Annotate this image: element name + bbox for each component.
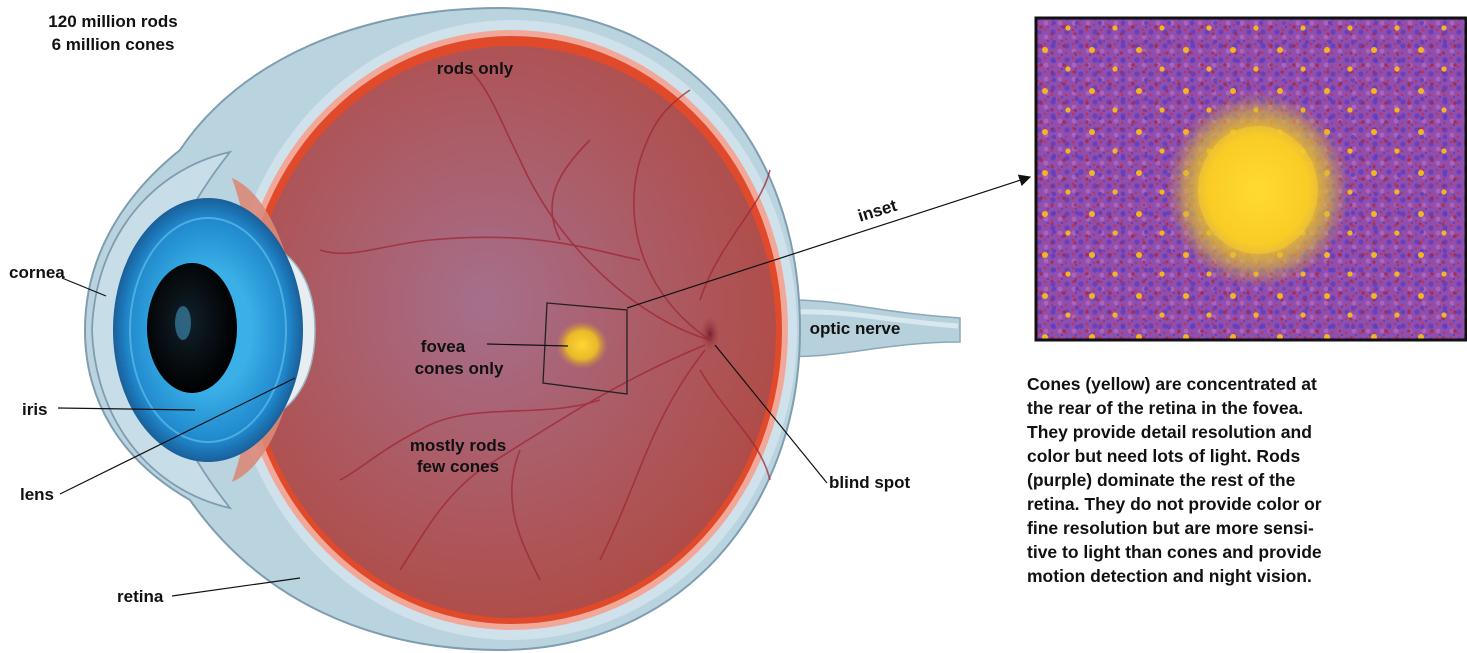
caption-line: They provide detail resolution and <box>1027 420 1357 444</box>
lens-label: lens <box>20 485 54 504</box>
caption-line: motion detection and night vision. <box>1027 564 1357 588</box>
blind-spot-label: blind spot <box>829 473 911 492</box>
rods-only-label: rods only <box>437 59 514 78</box>
rods-count-label: 120 million rods <box>48 12 177 31</box>
optic-nerve-label: optic nerve <box>810 319 901 338</box>
caption-line: Cones (yellow) are concentrated at <box>1027 372 1357 396</box>
pupil <box>147 263 237 393</box>
cones-count-label: 6 million cones <box>52 35 175 54</box>
retina-inset <box>1036 18 1466 340</box>
caption-line: (purple) dominate the rest of the <box>1027 468 1357 492</box>
cornea-label: cornea <box>9 263 65 282</box>
fovea <box>556 321 608 369</box>
iris-label: iris <box>22 400 48 419</box>
caption-line: color but need lots of light. Rods <box>1027 444 1357 468</box>
caption-line: the rear of the retina in the fovea. <box>1027 396 1357 420</box>
fovea-label: fovea <box>421 337 466 356</box>
caption-line: fine resolution but are more sensi- <box>1027 516 1357 540</box>
few-cones-label: few cones <box>417 457 499 476</box>
caption-line: tive to light than cones and provide <box>1027 540 1357 564</box>
inset-caption: Cones (yellow) are concentrated at the r… <box>1027 372 1357 588</box>
caption-line: retina. They do not provide color or <box>1027 492 1357 516</box>
vitreous-chamber <box>248 46 776 618</box>
cones-only-label: cones only <box>415 359 504 378</box>
mostly-rods-label: mostly rods <box>410 436 506 455</box>
retina-label: retina <box>117 587 164 606</box>
